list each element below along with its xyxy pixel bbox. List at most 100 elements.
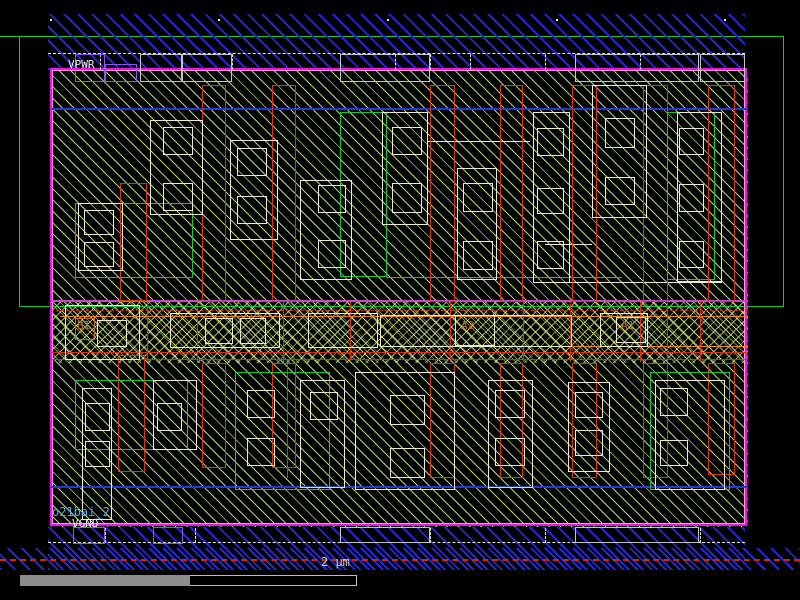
h-scrollbar-trough[interactable] [20, 575, 357, 586]
layout-shape [100, 54, 101, 70]
layout-shape [300, 380, 345, 488]
layout-shape [387, 19, 389, 21]
layout-shape [575, 54, 699, 82]
layout-shape [230, 140, 278, 240]
layout-shape [150, 120, 203, 215]
mid-band-red-line-2 [51, 359, 748, 360]
vgnd-label: VGND [72, 517, 99, 530]
li-bridge-3 [570, 282, 722, 283]
layout-shape [202, 85, 226, 302]
layout-shape [556, 19, 558, 21]
layout-shape [495, 438, 525, 466]
layout-shape [640, 54, 641, 70]
layout-shape [78, 203, 123, 271]
layout-shape [170, 313, 280, 348]
layout-shape [488, 380, 533, 488]
layout-shape [235, 372, 330, 490]
layout-shape [430, 54, 431, 70]
mid-band-dashed-line [51, 310, 748, 311]
metal-track-upper [51, 108, 748, 110]
layout-shape [340, 54, 341, 70]
layout-shape [147, 302, 148, 362]
nwell-outline [19, 36, 784, 307]
layout-shape [660, 388, 688, 416]
vpwr-centerline [48, 53, 745, 54]
layout-shape [340, 528, 341, 543]
layout-shape [679, 184, 704, 212]
layout-shape [700, 54, 745, 82]
layout-shape [700, 528, 701, 543]
layout-shape [650, 372, 730, 490]
layout-shape [237, 148, 267, 176]
layout-shape [679, 128, 704, 155]
layout-shape [120, 183, 147, 301]
metal-track-lower [51, 486, 748, 488]
h-scrollbar-thumb[interactable] [20, 575, 190, 586]
layout-shape [97, 320, 127, 347]
layout-shape [392, 127, 422, 155]
layout-shape [287, 363, 288, 478]
layout-shape [463, 241, 493, 270]
layout-shape [679, 241, 704, 268]
nwell-edge-left-ext [0, 36, 20, 37]
layout-shape [182, 54, 183, 70]
layout-shape [205, 318, 233, 344]
layout-shape [500, 363, 523, 478]
layout-shape [340, 112, 387, 277]
layout-shape [382, 112, 428, 225]
scale-value-label: 2 µm [321, 555, 350, 569]
layout-shape [85, 403, 110, 431]
layout-shape [140, 54, 182, 82]
mid-band-top-line [51, 300, 748, 302]
layout-shape [430, 528, 431, 543]
layout-shape [592, 85, 647, 218]
layout-shape [105, 64, 137, 82]
bottom-band-dashed-line [0, 559, 800, 561]
layout-shape [575, 527, 699, 543]
layout-shape [572, 363, 597, 478]
layout-shape [667, 112, 715, 280]
layout-shape [575, 430, 603, 456]
layout-shape [182, 54, 232, 82]
layout-shape [84, 210, 114, 235]
layout-shape [700, 54, 701, 70]
layout-shape [640, 302, 641, 362]
layout-shape [157, 403, 182, 431]
mid-band-red-line-1 [51, 352, 748, 353]
layout-shape [700, 302, 701, 362]
diff-edge-mid [387, 277, 622, 278]
layout-shape [340, 527, 430, 543]
layout-shape [457, 168, 497, 280]
layout-shape [355, 372, 455, 490]
layout-shape [50, 19, 52, 21]
layout-shape [708, 85, 735, 302]
layout-shape [118, 355, 145, 472]
pin-a1-label: A1 [621, 319, 635, 332]
layout-shape [85, 441, 110, 467]
layout-shape [724, 19, 726, 21]
layout-shape [533, 112, 570, 283]
mid-diffusion-band [51, 301, 748, 363]
layout-shape [318, 185, 346, 213]
layout-shape [545, 528, 546, 543]
layout-shape [310, 392, 338, 420]
layout-shape [272, 85, 296, 302]
layout-shape [500, 85, 523, 302]
layout-shape [232, 54, 233, 70]
layout-shape [247, 438, 275, 466]
layout-shape [300, 180, 352, 280]
layout-shape [570, 302, 571, 362]
layout-shape [523, 302, 524, 362]
layout-shape [537, 128, 564, 156]
layout-shape [708, 363, 735, 475]
layout-shape [240, 318, 266, 344]
layout-shape [390, 395, 425, 425]
layout-shape [350, 302, 351, 362]
layout-shape [660, 440, 688, 466]
layout-shape [537, 188, 564, 214]
layout-shape [247, 390, 275, 418]
layout-shape [568, 382, 610, 472]
layout-shape [202, 363, 226, 468]
layout-shape [195, 528, 196, 543]
